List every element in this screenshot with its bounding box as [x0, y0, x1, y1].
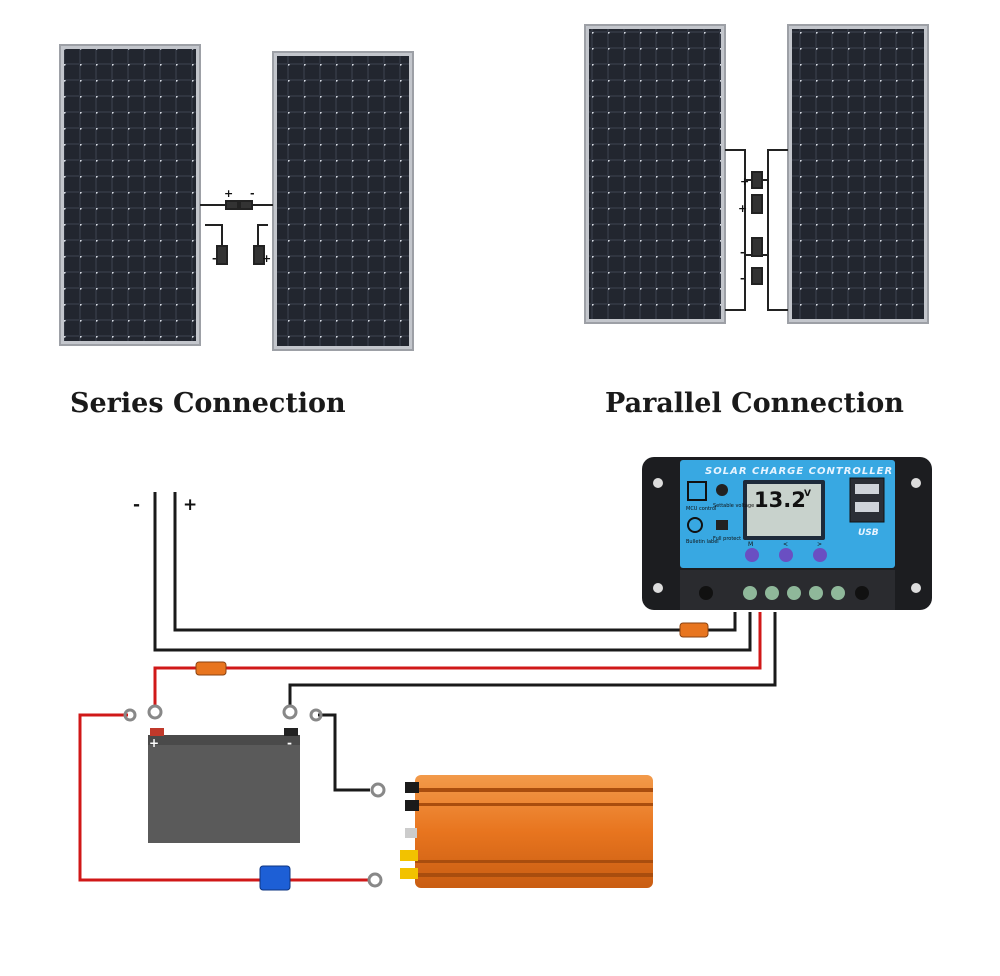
battery [148, 728, 300, 843]
parallel-panel-left [584, 24, 726, 324]
series-connector-polarity-marks: + - - + [212, 187, 271, 265]
svg-text:-: - [250, 187, 255, 200]
parallel-connector-polarity-marks: + + - - [738, 175, 749, 285]
controller-feature-protect: Full protect [713, 536, 741, 542]
svg-text:+: + [224, 187, 233, 200]
battery-fuse [195, 661, 227, 676]
battery-positive-mark: + [149, 736, 159, 750]
controller-feature-bulletin: Bulletin label [686, 539, 719, 545]
inverter [400, 775, 653, 888]
inverter-fuse [259, 865, 291, 891]
svg-text:+: + [262, 252, 271, 265]
array-wires [153, 492, 752, 652]
solar-charge-controller [642, 457, 932, 610]
series-connector-cables [200, 200, 273, 265]
svg-text:+: + [740, 175, 749, 188]
battery-negative-mark: - [287, 736, 292, 750]
svg-text:+: + [738, 202, 747, 215]
controller-feature-mcu: MCU control [686, 506, 716, 512]
controller-button-right-label: > [817, 541, 822, 548]
series-panel-left [59, 44, 201, 346]
series-panel-right [272, 51, 414, 351]
array-fuse [679, 622, 709, 638]
svg-text:-: - [740, 246, 745, 259]
array-positive-mark: + [183, 495, 198, 515]
controller-button-m-label: M [748, 541, 753, 548]
parallel-panel-right [787, 24, 929, 324]
controller-lcd-value: 13.2 [754, 488, 806, 512]
controller-feature-voltage: Settable voltage [713, 503, 754, 509]
controller-button-left-label: < [783, 541, 788, 548]
controller-title: SOLAR CHARGE CONTROLLER [705, 466, 893, 477]
parallel-connector-cables [725, 149, 788, 311]
controller-usb-label: USB [858, 528, 879, 538]
array-negative-mark: - [133, 495, 141, 515]
parallel-connection-caption: Parallel Connection [605, 388, 904, 419]
svg-text:-: - [212, 252, 217, 265]
controller-lcd-unit: V [804, 489, 811, 499]
series-connection-caption: Series Connection [70, 388, 346, 419]
ring-terminals [123, 704, 386, 888]
svg-text:-: - [740, 272, 745, 285]
battery-controller-wires [78, 612, 777, 882]
